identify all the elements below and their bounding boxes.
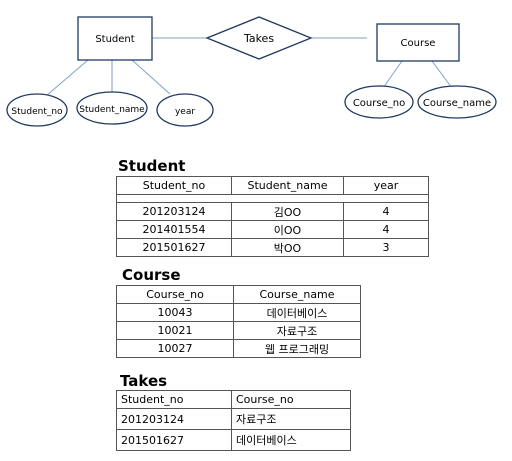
table-header-row: Student_no Course_no	[116, 390, 351, 409]
student-table: Student_no Student_name year 201203124 김…	[116, 176, 429, 257]
column-header: Student_no	[116, 176, 232, 195]
table-row: 201203124 자료구조	[116, 408, 351, 430]
entity-course	[376, 23, 460, 62]
table-row: 10021 자료구조	[116, 321, 361, 340]
table-cell: 이OO	[231, 220, 344, 239]
table-cell: 웹 프로그래밍	[233, 339, 361, 358]
takes-table: Student_no Course_no 201203124 자료구조 2015…	[116, 390, 351, 451]
table-cell: 박OO	[231, 238, 344, 257]
course-table-title: Course	[122, 266, 181, 284]
table-cell: 10027	[116, 339, 234, 358]
relationship-takes	[205, 16, 313, 60]
table-cell: 201203124	[116, 202, 232, 221]
attribute-year	[156, 93, 214, 127]
table-row: 201203124 김OO 4	[116, 202, 429, 221]
table-header-row: Student_no Student_name year	[116, 176, 429, 195]
connector-course-course-no	[382, 60, 403, 89]
attribute-course-no-label: Course_no	[353, 98, 405, 109]
column-header: Course_name	[233, 285, 361, 304]
column-header: Course_no	[116, 285, 234, 304]
table-cell: 10021	[116, 321, 234, 340]
table-row: 201501627 박OO 3	[116, 238, 429, 257]
table-cell: 201501627	[116, 429, 232, 451]
entity-course-label: Course	[401, 38, 436, 49]
table-cell: 3	[343, 238, 429, 257]
attribute-course-no	[344, 85, 414, 119]
table-cell: 4	[343, 220, 429, 239]
attribute-student-name	[76, 91, 148, 125]
attribute-year-label: year	[175, 107, 195, 117]
table-cell: 김OO	[231, 202, 344, 221]
table-cell: 201501627	[116, 238, 232, 257]
attribute-student-no-label: Student_no	[11, 107, 63, 117]
column-header: year	[343, 176, 429, 195]
connector-course-course-name	[431, 60, 453, 89]
table-row: 201501627 데이터베이스	[116, 429, 351, 451]
connector-student-student-no	[45, 59, 89, 97]
entity-student-label: Student	[95, 34, 134, 45]
relationship-takes-label: Takes	[243, 32, 274, 45]
connector-student-year	[131, 59, 171, 95]
table-row: 10027 웹 프로그래밍	[116, 339, 361, 358]
table-cell: 201203124	[116, 408, 232, 430]
table-row: 10043 데이터베이스	[116, 303, 361, 322]
column-header: Course_no	[231, 390, 351, 409]
table-cell: 4	[343, 202, 429, 221]
er-diagram: Student Takes Course Student_no Student_…	[6, 16, 497, 127]
entity-student	[77, 16, 153, 61]
course-table: Course_no Course_name 10043 데이터베이스 10021…	[116, 285, 361, 358]
attribute-course-name	[417, 85, 497, 119]
table-cell: 자료구조	[231, 408, 351, 430]
table-header-row: Course_no Course_name	[116, 285, 361, 304]
attribute-student-name-label: Student_name	[79, 105, 145, 115]
attribute-student-no	[6, 93, 68, 127]
column-header: Student_name	[231, 176, 344, 195]
takes-table-title: Takes	[120, 372, 168, 390]
table-cell: 자료구조	[233, 321, 361, 340]
column-header: Student_no	[116, 390, 232, 409]
table-cell: 10043	[116, 303, 234, 322]
attribute-course-name-label: Course_name	[423, 98, 491, 109]
table-cell: 201401554	[116, 220, 232, 239]
spacer-row	[116, 194, 429, 203]
table-cell: 데이터베이스	[231, 429, 351, 451]
table-cell: 데이터베이스	[233, 303, 361, 322]
student-table-title: Student	[118, 157, 186, 175]
table-row: 201401554 이OO 4	[116, 220, 429, 239]
